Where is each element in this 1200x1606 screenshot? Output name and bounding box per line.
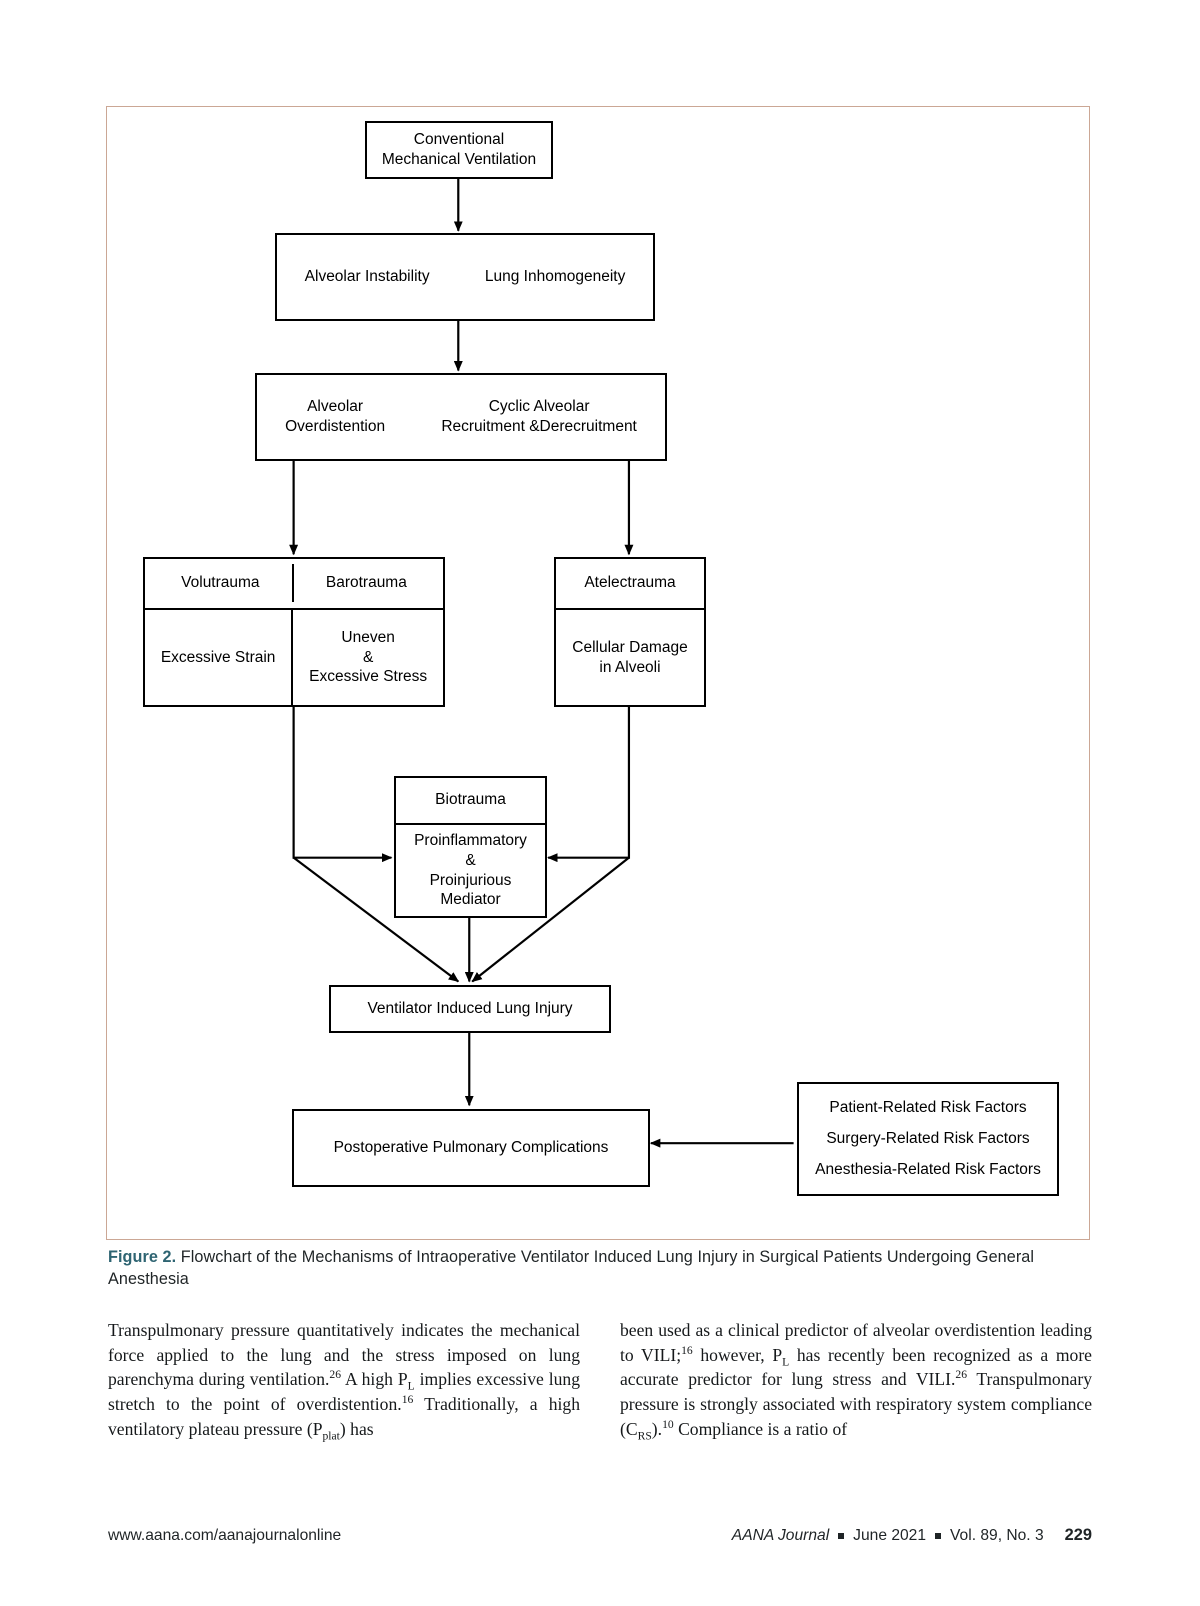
- atelectrauma-header: Atelectrauma: [556, 559, 704, 610]
- baro-line2: &: [362, 648, 374, 666]
- node-ventilator-induced-lung-injury: Ventilator Induced Lung Injury: [329, 985, 611, 1033]
- body-columns: Transpulmonary pressure quantitatively i…: [108, 1318, 1092, 1441]
- left-seg4: Traditionally, a high ventilatory platea…: [108, 1393, 580, 1439]
- left-seg5: ) has: [339, 1418, 374, 1439]
- footer-page-number: 229: [1064, 1526, 1092, 1544]
- left-seg1: Transpulmonary pressure quantitatively i…: [108, 1320, 580, 1390]
- node-risk-factors: Patient-Related Risk Factors Surgery-Rel…: [797, 1082, 1059, 1196]
- paragraph-left: Transpulmonary pressure quantitatively i…: [108, 1318, 580, 1441]
- right-ref3: 10: [662, 1417, 674, 1431]
- left-sub1: L: [407, 1379, 415, 1393]
- left-ref1: 26: [329, 1368, 342, 1382]
- volutrauma-header: Volutrauma: [181, 574, 260, 592]
- node-conventional-mechanical-ventilation: Conventional Mechanical Ventilation: [365, 121, 553, 179]
- ppc-label: Postoperative Pulmonary Complications: [333, 1139, 609, 1157]
- node-label: Conventional Mechanical Ventilation: [367, 123, 551, 177]
- cmv-line1: Conventional: [413, 131, 505, 149]
- right-ref2: 26: [955, 1368, 968, 1382]
- right-seg4: Transpulmonary pressure is strongly asso…: [620, 1369, 1092, 1439]
- risk-factor-item: Anesthesia-Related Risk Factors: [815, 1161, 1041, 1179]
- lung-inhomogeneity-cell: Lung Inhomogeneity: [484, 268, 626, 286]
- risk-factor-item: Surgery-Related Risk Factors: [826, 1130, 1030, 1148]
- baro-line3: Excessive Stress: [309, 668, 428, 686]
- paragraph-right: been used as a clinical predictor of alv…: [620, 1318, 1092, 1441]
- proinflammatory-mediator-cell: Proinflammatory & Proinjurious Mediator: [396, 825, 545, 916]
- footer-journal-name: AANA Journal: [731, 1527, 830, 1544]
- left-seg3: implies excessive lung stretch to the po…: [108, 1369, 581, 1414]
- overdist-right-line1: Cyclic Alveolar: [488, 398, 590, 416]
- right-seg5: ).: [651, 1418, 663, 1439]
- uneven-excessive-stress-cell: Uneven & Excessive Stress: [291, 610, 443, 705]
- node-biotrauma: Biotrauma Proinflammatory & Proinjurious…: [394, 776, 547, 918]
- flowchart-connectors: [289, 178, 794, 1148]
- bio-line1: Proinflammatory: [414, 831, 527, 849]
- page-footer: www.aana.com/aanajournalonline AANA Jour…: [108, 1526, 1092, 1545]
- node-atelectrauma: Atelectrauma Cellular Damage in Alveoli: [554, 557, 706, 707]
- excessive-strain-cell: Excessive Strain: [160, 648, 276, 666]
- footer-issue-date: June 2021: [853, 1527, 927, 1544]
- footer-website[interactable]: www.aana.com/aanajournalonline: [108, 1527, 342, 1544]
- body-column-right: been used as a clinical predictor of alv…: [620, 1318, 1092, 1441]
- bio-line4: Mediator: [440, 891, 501, 909]
- right-seg1: been used as a clinical predictor of alv…: [620, 1320, 1092, 1365]
- risk-factor-item: Patient-Related Risk Factors: [829, 1098, 1027, 1116]
- figure-frame: Conventional Mechanical Ventilation Alve…: [106, 106, 1090, 1240]
- square-bullet-icon: [935, 1533, 942, 1539]
- barotrauma-header: Barotrauma: [291, 564, 439, 602]
- right-sub1: L: [782, 1355, 790, 1369]
- figure-caption-label: Figure 2.: [108, 1248, 177, 1266]
- cyclic-alveolar-recruitment-cell: Cyclic Alveolar Recruitment &Derecruitme…: [413, 375, 665, 459]
- vili-label: Ventilator Induced Lung Injury: [367, 1000, 573, 1018]
- right-sub2: RS: [637, 1429, 652, 1443]
- cmv-line2: Mechanical Ventilation: [381, 151, 537, 168]
- overdist-left-line1: Alveolar: [307, 398, 364, 416]
- figure-caption-text: Flowchart of the Mechanisms of Intraoper…: [108, 1248, 1035, 1289]
- body-column-left: Transpulmonary pressure quantitatively i…: [108, 1318, 580, 1441]
- node-split-row: Alveolar Instability Lung Inhomogeneity: [277, 235, 653, 319]
- left-ref2: 16: [401, 1393, 414, 1407]
- footer-volume: Vol. 89, No. 3: [950, 1527, 1044, 1544]
- volu-baro-body-row: Excessive Strain Uneven & Excessive Stre…: [145, 610, 443, 705]
- footer-citation: AANA Journal June 2021 Vol. 89, No. 3 22…: [732, 1526, 1092, 1545]
- right-seg2: however, P: [692, 1344, 783, 1365]
- overdist-left-line2: Overdistention: [285, 418, 386, 435]
- biotrauma-header: Biotrauma: [396, 778, 545, 825]
- alveolar-instability-cell: Alveolar Instability: [304, 268, 430, 286]
- node-volutrauma-barotrauma: Volutrauma Barotrauma Excessive Strain U…: [143, 557, 445, 707]
- node-split-row: Alveolar Overdistention Cyclic Alveolar …: [257, 375, 665, 459]
- right-ref1: 16: [681, 1343, 693, 1357]
- bio-line3: Proinjurious: [429, 871, 512, 889]
- node-overdistention-recruitment: Alveolar Overdistention Cyclic Alveolar …: [255, 373, 667, 461]
- atelect-line1: Cellular Damage: [572, 638, 688, 656]
- atelect-line2: in Alveoli: [599, 658, 661, 676]
- left-sub2: plat: [322, 1429, 340, 1443]
- figure-caption: Figure 2. Flowchart of the Mechanisms of…: [108, 1246, 1098, 1291]
- baro-line1: Uneven: [341, 628, 395, 646]
- cellular-damage-cell: Cellular Damage in Alveoli: [556, 610, 704, 705]
- risk-factor-list: Patient-Related Risk Factors Surgery-Rel…: [799, 1084, 1057, 1194]
- bio-line2: &: [465, 851, 476, 869]
- node-postoperative-pulmonary-complications: Postoperative Pulmonary Complications: [292, 1109, 650, 1187]
- overdist-right-line2: Recruitment &Derecruitment: [441, 418, 637, 435]
- right-seg3: has recently been recognized as a more a…: [620, 1344, 1092, 1390]
- alveolar-overdistention-cell: Alveolar Overdistention: [257, 375, 413, 459]
- left-seg2: A high P: [341, 1369, 408, 1390]
- square-bullet-icon: [838, 1533, 845, 1539]
- right-seg6: Compliance is a ratio of: [673, 1418, 848, 1439]
- volu-baro-header-row: Volutrauma Barotrauma: [145, 559, 443, 610]
- node-alveolar-instability-lung-inhomogeneity: Alveolar Instability Lung Inhomogeneity: [275, 233, 655, 321]
